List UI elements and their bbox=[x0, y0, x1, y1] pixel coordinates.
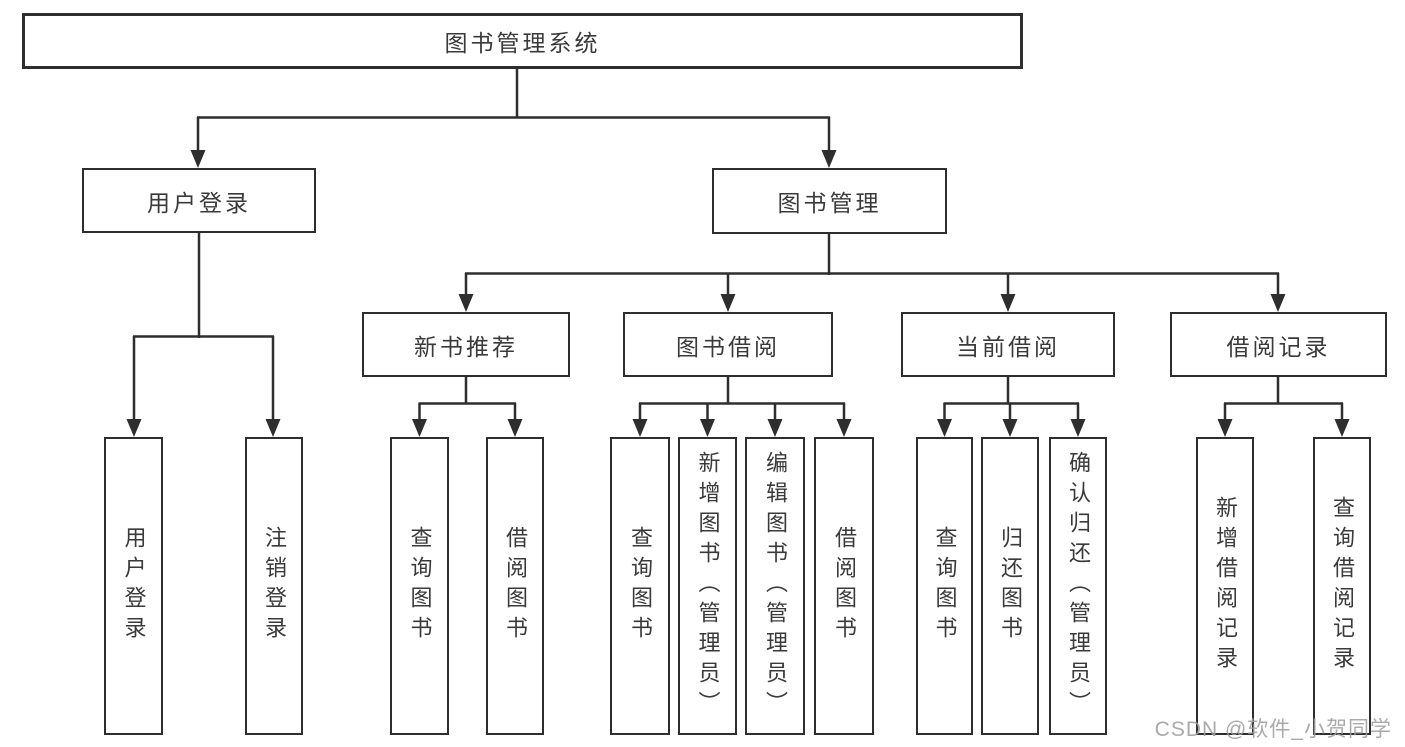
leaf-node-add-borrow-record: 新增借阅记录 bbox=[1196, 437, 1254, 735]
leaf-node-return-books: 归还图书 bbox=[981, 437, 1039, 735]
leaf-node-add-books-admin: 新增图书（管理员） bbox=[678, 437, 737, 735]
leaf-label: 用户登录 bbox=[121, 526, 147, 646]
leaf-label: 查询图书 bbox=[628, 526, 653, 646]
leaf-label: 确认归还（管理员） bbox=[1066, 451, 1091, 721]
leaf-label: 编辑图书（管理员） bbox=[763, 451, 788, 721]
leaf-label: 归还图书 bbox=[998, 526, 1023, 646]
root-node: 图书管理系统 bbox=[22, 13, 1023, 69]
leaf-label: 查询借阅记录 bbox=[1330, 496, 1355, 676]
leaf-node-borrow-books: 借阅图书 bbox=[814, 437, 874, 735]
node-book-borrowing: 图书借阅 bbox=[623, 312, 833, 377]
leaf-label: 查询图书 bbox=[932, 526, 958, 646]
root-node-label: 图书管理系统 bbox=[444, 30, 601, 56]
node-user-login-label: 用户登录 bbox=[147, 189, 251, 216]
leaf-node-search-books-borrowing: 查询图书 bbox=[610, 437, 670, 735]
leaf-node-user-login: 用户登录 bbox=[104, 437, 163, 735]
node-current-borrowing-label: 当前借阅 bbox=[956, 333, 1060, 360]
leaf-node-search-books-recommend: 查询图书 bbox=[390, 437, 449, 735]
leaf-label: 注销登录 bbox=[262, 526, 287, 646]
leaf-node-search-books-current: 查询图书 bbox=[916, 437, 973, 735]
node-user-login: 用户登录 bbox=[82, 168, 316, 233]
leaf-node-edit-books-admin: 编辑图书（管理员） bbox=[745, 437, 805, 735]
connector-lines bbox=[132, 69, 1344, 421]
node-borrowing-records-label: 借阅记录 bbox=[1226, 333, 1331, 360]
node-borrowing-records: 借阅记录 bbox=[1170, 312, 1387, 377]
leaf-node-search-borrow-record: 查询借阅记录 bbox=[1313, 437, 1371, 735]
leaf-node-confirm-return-admin: 确认归还（管理员） bbox=[1049, 437, 1107, 735]
node-current-borrowing: 当前借阅 bbox=[901, 312, 1115, 377]
leaf-label: 新增借阅记录 bbox=[1213, 496, 1238, 676]
node-book-management: 图书管理 bbox=[712, 168, 947, 234]
node-book-borrowing-label: 图书借阅 bbox=[676, 333, 780, 360]
leaf-label: 查询图书 bbox=[407, 526, 433, 646]
node-new-book-recommend: 新书推荐 bbox=[362, 312, 570, 377]
leaf-label: 借阅图书 bbox=[503, 526, 528, 646]
leaf-label: 借阅图书 bbox=[832, 526, 857, 646]
leaf-label: 新增图书（管理员） bbox=[695, 451, 721, 721]
node-book-management-label: 图书管理 bbox=[777, 190, 882, 216]
csdn-watermark: CSDN @软件_小贺同学 bbox=[1154, 718, 1392, 741]
node-new-book-recommend-label: 新书推荐 bbox=[414, 333, 518, 360]
leaf-node-logout: 注销登录 bbox=[245, 437, 303, 735]
leaf-node-borrow-books-recommend: 借阅图书 bbox=[486, 437, 544, 735]
